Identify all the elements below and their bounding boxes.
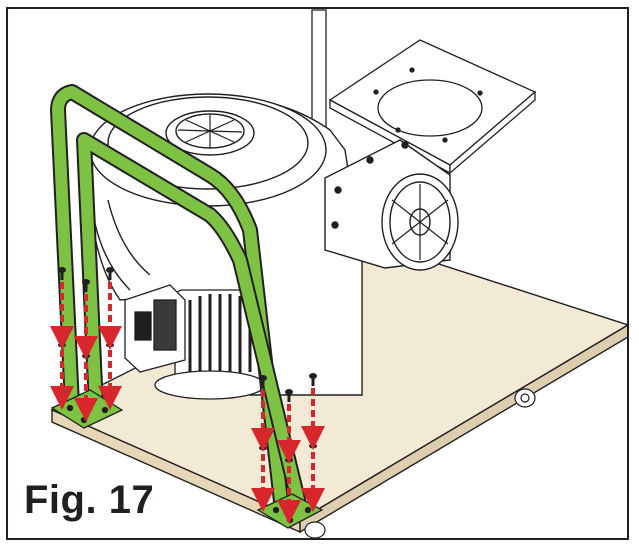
figure-frame xyxy=(6,7,629,540)
screw-icon xyxy=(259,375,267,388)
figure-label: Fig. 17 xyxy=(24,478,155,522)
caster-wheel xyxy=(514,388,536,408)
screw-icon xyxy=(285,389,293,402)
screw-icon xyxy=(58,267,66,280)
motor xyxy=(154,289,266,400)
screw-icon xyxy=(82,279,90,292)
outlet-duct xyxy=(324,139,459,271)
screw-icon xyxy=(106,267,114,280)
switch-box xyxy=(124,284,186,373)
handle-frame xyxy=(50,84,308,511)
screw-icon xyxy=(309,373,317,386)
